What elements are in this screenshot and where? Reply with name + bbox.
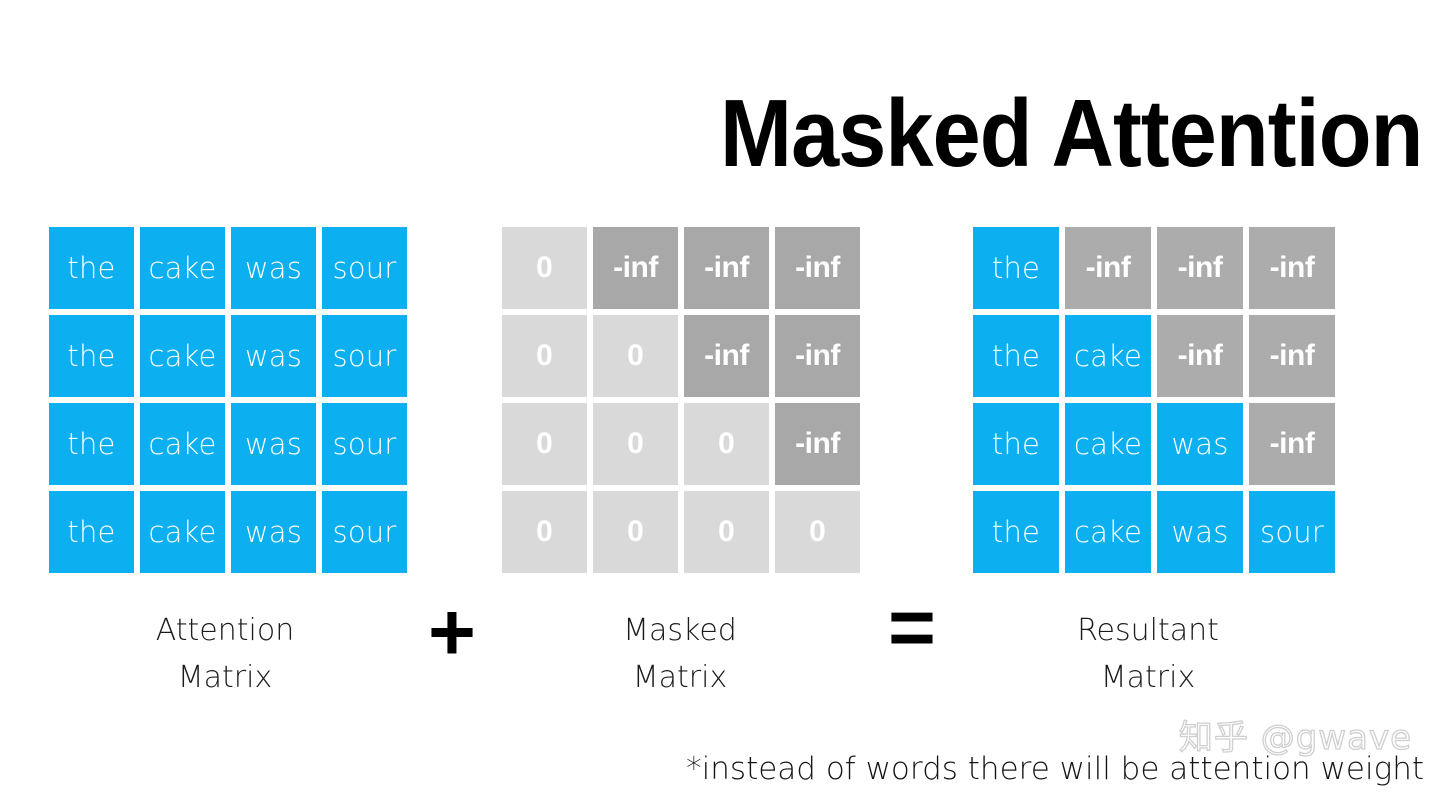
matrix-cell: -inf xyxy=(775,227,860,309)
matrix-cell: was xyxy=(231,315,316,397)
matrix-cell: -inf xyxy=(1249,227,1335,309)
matrix-cell: the xyxy=(973,315,1059,397)
matrix-cell: -inf xyxy=(1157,315,1243,397)
caption-line-1: Masked xyxy=(623,613,737,648)
matrix-cell: -inf xyxy=(1157,227,1243,309)
matrix-cell: the xyxy=(49,403,134,485)
matrix-cell: sour xyxy=(322,403,407,485)
matrix-cell: cake xyxy=(140,491,225,573)
matrix-cell: -inf xyxy=(684,227,769,309)
matrix-cell: the xyxy=(49,491,134,573)
matrix-cell: cake xyxy=(1065,315,1151,397)
matrix-cell: 0 xyxy=(502,491,587,573)
matrix-cell: cake xyxy=(140,227,225,309)
matrix-cell: 0 xyxy=(684,491,769,573)
matrix-cell: the xyxy=(973,491,1059,573)
caption-line-1: Attention xyxy=(155,613,295,648)
attention-matrix-caption: Attention Matrix xyxy=(45,607,405,701)
matrix-cell: was xyxy=(1157,403,1243,485)
caption-line-1: Resultant xyxy=(1077,613,1219,648)
matrix-cell: 0 xyxy=(593,491,678,573)
matrix-cell: -inf xyxy=(1249,403,1335,485)
matrix-cell: 0 xyxy=(593,403,678,485)
caption-line-2: Matrix xyxy=(632,660,728,695)
matrix-cell: sour xyxy=(322,227,407,309)
caption-line-2: Matrix xyxy=(177,660,273,695)
page-title: Masked Attention xyxy=(719,80,1423,188)
matrix-cell: sour xyxy=(322,491,407,573)
equals-operator-icon: = xyxy=(888,582,936,673)
matrix-cell: the xyxy=(973,403,1059,485)
matrix-cell: was xyxy=(1157,491,1243,573)
matrix-cell: -inf xyxy=(684,315,769,397)
masked-matrix-caption: Masked Matrix xyxy=(500,607,860,701)
matrix-cell: 0 xyxy=(502,315,587,397)
matrix-cell: 0 xyxy=(684,403,769,485)
matrix-cell: -inf xyxy=(1065,227,1151,309)
matrix-cell: cake xyxy=(140,403,225,485)
caption-line-2: Matrix xyxy=(1100,660,1196,695)
matrix-cell: cake xyxy=(1065,403,1151,485)
matrix-cell: cake xyxy=(140,315,225,397)
matrix-cell: the xyxy=(49,227,134,309)
matrix-cell: was xyxy=(231,491,316,573)
matrix-cell: sour xyxy=(322,315,407,397)
matrix-cell: 0 xyxy=(502,403,587,485)
matrix-cell: -inf xyxy=(775,403,860,485)
resultant-matrix-caption: Resultant Matrix xyxy=(968,607,1328,701)
matrix-cell: 0 xyxy=(593,315,678,397)
matrix-cell: -inf xyxy=(593,227,678,309)
footnote-text: *instead of words there will be attentio… xyxy=(686,751,1424,787)
matrix-cell: 0 xyxy=(775,491,860,573)
matrix-cell: the xyxy=(973,227,1059,309)
matrix-cell: -inf xyxy=(775,315,860,397)
matrix-cell: -inf xyxy=(1249,315,1335,397)
matrix-cell: sour xyxy=(1249,491,1335,573)
matrix-cell: the xyxy=(49,315,134,397)
plus-operator-icon: + xyxy=(428,587,476,678)
matrix-cell: was xyxy=(231,227,316,309)
matrix-cell: was xyxy=(231,403,316,485)
matrix-cell: 0 xyxy=(502,227,587,309)
matrix-cell: cake xyxy=(1065,491,1151,573)
